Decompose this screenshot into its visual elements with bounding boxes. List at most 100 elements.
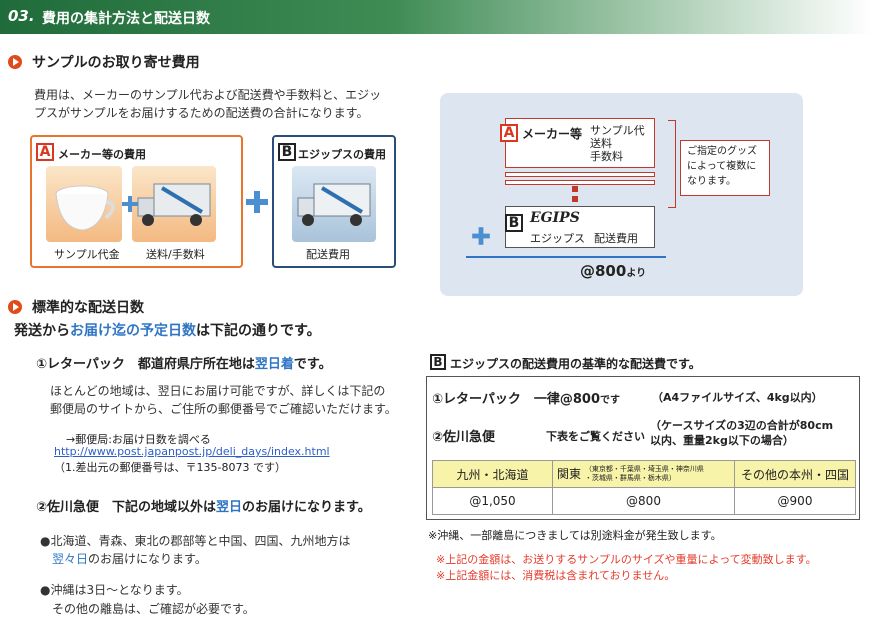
shipping-fee-label: 送料/手数料 xyxy=(146,248,205,261)
region-other: その他の本州・四国 xyxy=(734,460,856,488)
sagawa-bullet-2-line-2: その他の離島は、ご確認が必要です。 xyxy=(52,602,255,616)
delivery-truck-image-a xyxy=(132,166,216,242)
table-row: @1,050 @800 @900 xyxy=(432,487,856,515)
letterpack-desc-2: 郵便局のサイトから、ご住所の郵便番号でご確認いただけます。 xyxy=(50,402,397,416)
lead-pre: 発送から xyxy=(14,323,70,339)
note-line-2: によって複数に xyxy=(687,161,757,172)
truck-icon xyxy=(297,183,371,226)
letterpack-head-pre: ①レターパック 都道府県庁所在地は xyxy=(36,357,255,372)
plus-small-icon xyxy=(122,196,138,212)
kanto-sub-2: ・茨城県・群馬県・栃木県） xyxy=(584,474,676,483)
letterpack-head-post: です。 xyxy=(293,357,332,372)
panel-maker-items: サンプル代 送料 手数料 xyxy=(590,124,645,163)
letterpack-head-hl: 翌日着 xyxy=(254,357,294,372)
sagawa-bullet-1-line-2: 翌々日のお届けになります。 xyxy=(52,550,207,569)
sample-cost-desc-1: 費用は、メーカーのサンプル代および配送費や手数料と、エジッ xyxy=(34,88,382,102)
panel-maker-label: メーカー等 xyxy=(522,127,583,141)
post-office-link[interactable]: http://www.post.japanpost.jp/deli_days/i… xyxy=(54,445,330,458)
sagawa-head-post: のお届けになります。 xyxy=(242,500,371,515)
price-other: @900 xyxy=(734,487,856,515)
lead-post: は下記の通りです。 xyxy=(196,323,321,339)
price-kyushu-hokkaido: @1,050 xyxy=(432,487,553,515)
note-line-1: ご指定のグッズ xyxy=(687,146,757,157)
fees-heading: エジップスの配送費用の基準的な配送費です。 xyxy=(450,357,701,371)
plus-icon xyxy=(246,191,268,213)
total-price: @800より xyxy=(580,262,646,280)
sagawa-heading: ②佐川急便 下記の地域以外は翌日のお届けになります。 xyxy=(36,496,371,515)
letter-a-icon: A xyxy=(500,124,518,142)
sagawa-note-line-2: 以内、重量2kg以下の場合） xyxy=(650,434,794,447)
letterpack-fee-suffix: です xyxy=(600,395,621,406)
total-value: @800 xyxy=(580,262,627,280)
panel-item-shipping: 送料 xyxy=(590,137,612,150)
okinawa-note: ※沖縄、一部離島につきましては別途料金が発生致します。 xyxy=(428,529,722,542)
letterpack-fee: ①レターパック 一律@800です xyxy=(432,388,620,407)
section-title: 費用の集計方法と配送日数 xyxy=(42,11,210,27)
fees-box xyxy=(426,376,860,520)
dot-icon xyxy=(572,196,578,202)
egips-cost-card xyxy=(505,206,655,248)
letterpack-fee-name: ①レターパック 一律@800 xyxy=(432,392,601,407)
post-office-link-label: →郵便局:お届け日数を調べる xyxy=(66,433,211,446)
sagawa-head-pre: ②佐川急便 下記の地域以外は xyxy=(36,500,217,515)
maker-cost-card xyxy=(505,118,655,168)
section-number: 03. xyxy=(8,7,35,25)
sum-line xyxy=(466,256,666,258)
delivery-truck-image-b xyxy=(292,166,376,242)
sagawa-fee-name: ②佐川急便 xyxy=(432,430,496,445)
region-kyushu-hokkaido: 九州・北海道 xyxy=(432,460,553,488)
total-suffix: より xyxy=(626,268,647,279)
kanto-prefectures: （東京都・千葉県・埼玉県・神奈川県 ・茨城県・群馬県・栃木県） xyxy=(585,465,704,483)
note-line-3: なります。 xyxy=(687,176,736,187)
maker-cost-title: メーカー等の費用 xyxy=(58,148,146,161)
price-variation-note: ※上記の金額は、お送りするサンプルのサイズや重量によって変動致します。 xyxy=(436,553,817,566)
panel-item-sample: サンプル代 xyxy=(590,124,645,137)
letter-b-icon: B xyxy=(278,143,296,161)
kanto-sub-1: （東京都・千葉県・埼玉県・神奈川県 xyxy=(584,465,704,474)
sagawa-head-hl: 翌日 xyxy=(216,500,243,515)
letter-a-icon: A xyxy=(36,143,54,161)
note-box: ご指定のグッズ によって複数に なります。 xyxy=(680,140,770,196)
letterpack-fee-note: （A4ファイルサイズ、4kg以内） xyxy=(652,391,823,404)
egips-shipping-label: 配送費用 xyxy=(594,232,638,245)
sagawa-b1-post: のお届けになります。 xyxy=(88,552,207,566)
stack-card-2 xyxy=(505,180,655,185)
kanto-label: 関東 xyxy=(557,466,582,481)
egips-shipping-label: 配送費用 xyxy=(306,248,350,261)
plus-icon xyxy=(472,227,490,245)
stack-card-1 xyxy=(505,172,655,177)
sagawa-fee-table: 九州・北海道 関東 （東京都・千葉県・埼玉県・神奈川県 ・茨城県・群馬県・栃木県… xyxy=(432,460,856,515)
cup-icon xyxy=(55,185,115,231)
lead-highlight: お届け迄の予定日数 xyxy=(70,323,196,339)
letter-b-icon: B xyxy=(430,354,446,370)
sagawa-bullet-1-line-1: ●北海道、青森、東北の郡部等と中国、四国、九州地方は xyxy=(40,534,351,548)
region-kanto: 関東 （東京都・千葉県・埼玉県・神奈川県 ・茨城県・群馬県・栃木県） xyxy=(552,460,735,488)
delivery-days-heading: 標準的な配送日数 xyxy=(32,300,144,316)
sagawa-bullet-2-line-1: ●沖縄は3日～となります。 xyxy=(40,583,189,597)
egips-sub-label: エジップス xyxy=(530,232,585,245)
sagawa-fee-note: （ケースサイズの3辺の合計が80cm 以内、重量2kg以下の場合） xyxy=(650,418,833,448)
bullet-arrow-icon xyxy=(8,300,22,314)
letterpack-desc-1: ほとんどの地域は、翌日にお届け可能ですが、詳しくは下記の xyxy=(50,384,386,398)
sample-cost-desc-2: プスがサンプルをお届けするための配送費の合計になります。 xyxy=(34,106,369,120)
sample-fee-label: サンプル代金 xyxy=(54,248,120,261)
price-kanto: @800 xyxy=(552,487,735,515)
sagawa-note-line-1: （ケースサイズの3辺の合計が80cm xyxy=(650,419,834,432)
letterpack-heading: ①レターパック 都道府県庁所在地は翌日着です。 xyxy=(36,353,332,372)
truck-icon xyxy=(137,183,211,226)
egips-logo: EGIPS xyxy=(530,210,580,226)
section-header-bar xyxy=(0,0,873,34)
sample-cost-heading: サンプルのお取り寄せ費用 xyxy=(32,55,200,71)
dot-icon xyxy=(572,186,578,192)
sample-cup-image xyxy=(46,166,122,242)
sagawa-two-days: 翌々日 xyxy=(52,552,89,566)
table-row: 九州・北海道 関東 （東京都・千葉県・埼玉県・神奈川県 ・茨城県・群馬県・栃木県… xyxy=(432,460,856,488)
egips-cost-title: エジップスの費用 xyxy=(298,148,386,161)
sagawa-fee-sub: 下表をご覧ください xyxy=(546,430,645,443)
panel-item-handling: 手数料 xyxy=(590,150,623,163)
letter-b-icon: B xyxy=(505,214,523,232)
delivery-days-lead: 発送からお届け迄の予定日数は下記の通りです。 xyxy=(14,320,321,340)
bullet-arrow-icon xyxy=(8,55,22,69)
brace-bracket xyxy=(668,120,676,208)
tax-note: ※上記金額には、消費税は含まれておりません。 xyxy=(436,569,676,582)
